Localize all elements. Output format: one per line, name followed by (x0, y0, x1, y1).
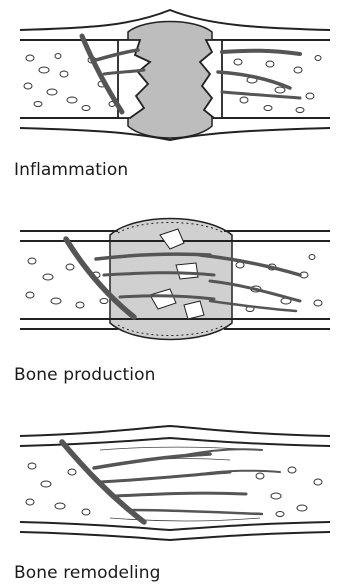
caption-inflammation: Inflammation (14, 160, 128, 180)
stage-inflammation (0, 0, 344, 150)
bone-remodeling-illustration (0, 410, 344, 560)
caption-bone-production: Bone production (14, 365, 155, 385)
blood-vessels (62, 442, 280, 522)
stage-bone-production (0, 205, 344, 355)
caption-bone-remodeling: Bone remodeling (14, 563, 161, 583)
bone-production-illustration (0, 205, 344, 355)
stage-bone-remodeling (0, 410, 344, 560)
inflammation-illustration (0, 0, 344, 150)
